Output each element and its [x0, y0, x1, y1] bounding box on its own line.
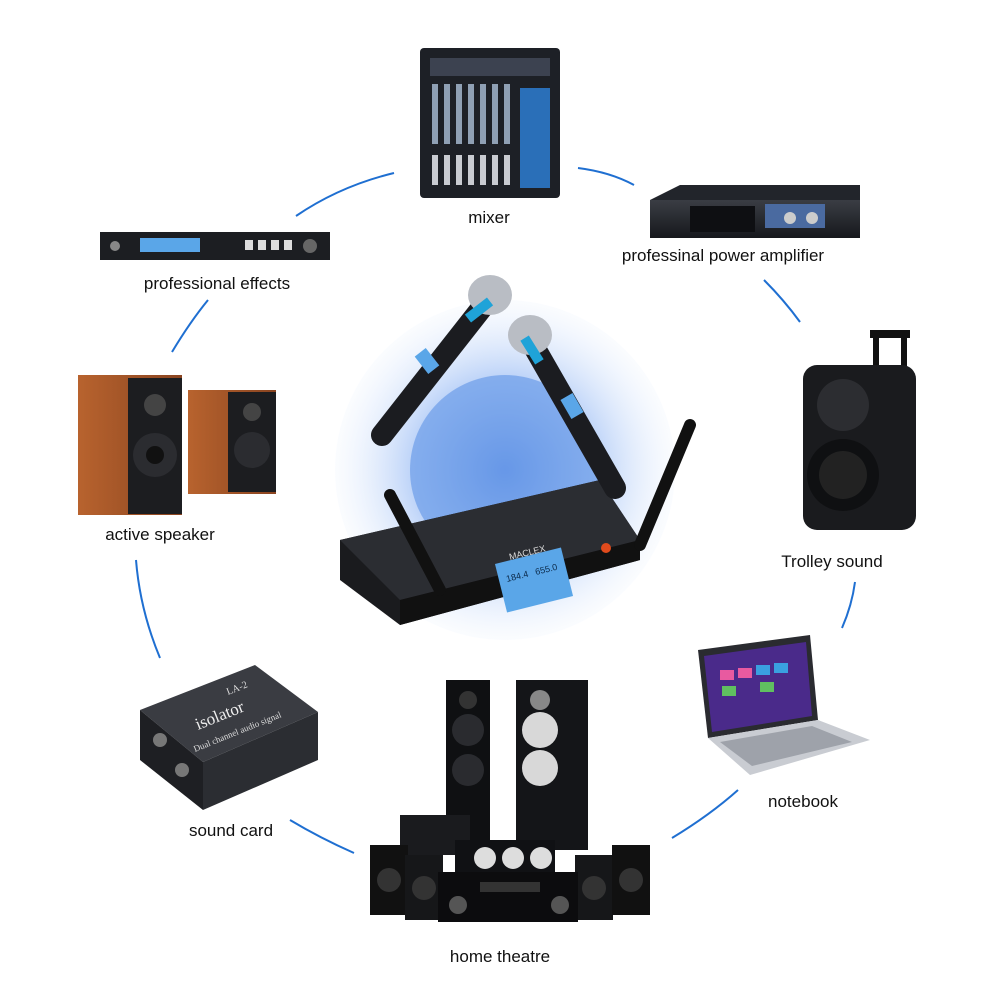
connector-effects-mixer	[295, 172, 395, 217]
label-professional-effects: professional effects	[143, 274, 291, 293]
label-notebook: notebook	[768, 792, 838, 811]
label-power-amplifier: professinal power amplifier	[621, 246, 825, 265]
label-mixer: mixer	[468, 208, 510, 227]
label-sound-card: sound card	[188, 821, 274, 840]
isolator-box-icon: LA-2 isolator Dual channel audio signal	[140, 665, 318, 810]
home-theatre-icon	[370, 680, 650, 922]
label-home-theatre: home theatre	[449, 947, 551, 966]
handheld-microphones	[371, 275, 626, 499]
label-active-speaker: active speaker	[105, 525, 215, 544]
connector-lines	[135, 167, 856, 854]
connector-effects-speaker	[171, 299, 209, 353]
connector-soundcard-theatre	[289, 819, 355, 854]
mixer-icon	[420, 48, 560, 198]
connector-mixer-amplifier	[577, 167, 635, 186]
wireless-receiver: MACLEX 184.4 655.0	[340, 419, 696, 625]
laptop-icon	[698, 635, 870, 775]
connector-trolley-notebook	[841, 581, 856, 629]
power-amplifier-icon	[650, 185, 860, 238]
effects-unit-icon	[100, 232, 330, 260]
label-trolley-sound: Trolley sound	[781, 552, 883, 571]
bookshelf-speakers-icon	[78, 375, 276, 515]
connector-amplifier-trolley	[763, 279, 801, 323]
connector-notebook-theatre	[671, 789, 739, 839]
trolley-speaker-icon	[803, 330, 916, 530]
connector-speaker-soundcard	[135, 559, 161, 659]
